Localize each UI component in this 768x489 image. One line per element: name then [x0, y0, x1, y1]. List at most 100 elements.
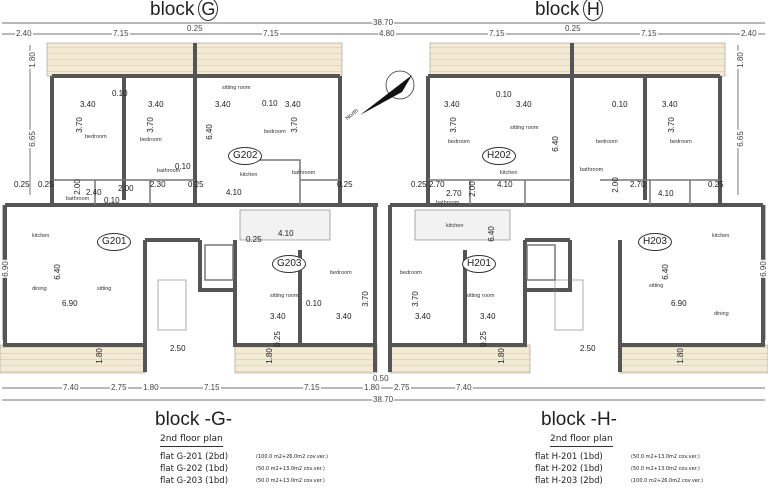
- plan-dimension-label: 2.00: [118, 184, 134, 193]
- plan-dimension-label: 6.40: [52, 264, 62, 280]
- plan-dimension-label: 1.80: [675, 348, 685, 364]
- room-label: kitchen: [240, 172, 258, 178]
- room-label: dining: [714, 311, 729, 317]
- balcony-h203: [619, 344, 768, 374]
- balconies: [0, 42, 768, 374]
- plan-dimension-label: 3.40: [444, 100, 460, 109]
- dim-top: 2.40: [740, 29, 758, 38]
- plan-dimension-label: 2.40: [86, 188, 102, 197]
- plan-dimension-label: 0.25: [38, 180, 54, 189]
- plan-dimension-label: 0.25: [337, 180, 353, 189]
- room-label: bedroom: [670, 139, 692, 145]
- room-label: bedroom: [140, 137, 162, 143]
- room-label: sitting room: [510, 125, 539, 131]
- plan-dimension-label: 0.25: [272, 331, 282, 347]
- legend-g-flat: flat G-202 (1bd): [160, 464, 229, 474]
- dim-top: 7.15: [488, 29, 506, 38]
- block-label: block: [535, 0, 580, 20]
- plan-dimension-label: 3.70: [666, 117, 676, 133]
- dim-left-height: 6.65: [27, 130, 37, 148]
- dim-left-height: 1.80: [27, 51, 37, 69]
- room-label: bathroom: [66, 196, 90, 202]
- plan-dimension-label: 3.70: [360, 291, 370, 307]
- plan-dimension-label: 0.25: [188, 180, 204, 189]
- plan-dimension-label: 2.50: [580, 344, 596, 353]
- room-label: sitting: [649, 283, 664, 289]
- unit-label-h203: H203: [638, 233, 672, 251]
- plan-dimension-label: 1.80: [496, 348, 506, 364]
- dim-bottom: 7.15: [303, 383, 321, 392]
- room-label: sitting room: [270, 293, 299, 299]
- room-label: bathroom: [580, 167, 604, 173]
- room-label: sitting room: [466, 293, 495, 299]
- legend-h-subtitle: 2nd floor plan: [550, 435, 613, 447]
- room-label: bedroom: [330, 270, 352, 276]
- room-label: bathroom: [292, 170, 316, 176]
- unit-label-g202: G202: [228, 147, 263, 165]
- plan-dimension-label: 4.10: [658, 189, 674, 198]
- room-label: bathroom: [157, 168, 181, 174]
- plan-dimension-label: 0.10: [306, 299, 322, 308]
- plan-dimension-label: 2.00: [467, 181, 477, 197]
- dim-right-height: 6.90: [758, 260, 768, 278]
- legend-h-title: block -H-: [541, 409, 618, 430]
- balcony-h-top: [429, 42, 726, 77]
- plan-dimension-label: 2.00: [72, 179, 82, 195]
- plan-dimension-label: 6.90: [62, 299, 78, 308]
- balcony-g201: [0, 344, 146, 374]
- dim-bottom: 1.80: [142, 383, 160, 392]
- plan-dimension-label: 0.25: [411, 180, 427, 189]
- legend-h-area: (50.0 m2+13.0m2 cov.ver.): [631, 466, 700, 472]
- plan-dimension-label: 2.00: [610, 177, 620, 193]
- balcony-h201: [389, 344, 531, 374]
- elevator-g: [204, 244, 234, 281]
- plan-dimension-label: 6.40: [550, 136, 560, 152]
- balcony-g203: [234, 344, 378, 374]
- plan-dimension-label: 0.10: [104, 196, 120, 205]
- plan-dimension-label: 3.40: [662, 100, 678, 109]
- legend-h-area: (100.0 m2+26.0m2 cov.ver.): [631, 478, 704, 484]
- plan-dimension-label: 6.40: [486, 226, 496, 242]
- dim-bottom: 1.80: [363, 383, 381, 392]
- dim-top: 7.15: [640, 29, 658, 38]
- stairs: [157, 209, 584, 331]
- plan-dimension-label: 3.40: [480, 312, 496, 321]
- plan-dimension-label: 0.10: [496, 90, 512, 99]
- dim-top: 0.25: [186, 24, 204, 33]
- plan-dimension-label: 0.25: [14, 180, 30, 189]
- plan-dimension-label: 0.10: [175, 162, 191, 171]
- dim-left-height: 6.90: [0, 260, 10, 278]
- dim-right-height: 1.80: [735, 51, 745, 69]
- plan-dimension-label: 2.70: [429, 180, 445, 189]
- plan-dimension-label: 3.40: [270, 312, 286, 321]
- unit-label-h201: H201: [462, 255, 496, 273]
- dim-overall-bottom: 38.70: [372, 395, 395, 404]
- legend-h-flat: flat H-202 (1bd): [535, 464, 603, 474]
- north-arrow-icon: [360, 70, 415, 115]
- plan-dimension-label: 3.70: [145, 117, 155, 133]
- plan-dimension-label: 0.25: [478, 331, 488, 347]
- unit-label-g203: G203: [272, 255, 307, 273]
- plan-dimension-label: 0.10: [262, 99, 278, 108]
- dim-top: 2.40: [15, 29, 33, 38]
- plan-dimension-label: 6.90: [671, 299, 687, 308]
- legend-g-area: (50.0 m2+13.0m2 cov.ver.): [256, 478, 325, 484]
- legend-h-flat: flat H-201 (1bd): [535, 452, 603, 462]
- legend-h-area: (50.0 m2+13.0m2 cov.ver.): [631, 454, 700, 460]
- plan-dimension-label: 2.50: [170, 344, 186, 353]
- room-label: bedroom: [596, 139, 618, 145]
- plan-dimension-label: 6.40: [204, 124, 214, 140]
- room-label: sitting room: [222, 85, 251, 91]
- plan-dimension-label: 3.40: [336, 312, 352, 321]
- plan-dimension-label: 2.70: [446, 189, 462, 198]
- plan-dimension-label: 3.40: [80, 100, 96, 109]
- room-label: bedroom: [400, 270, 422, 276]
- dim-right-height: 6.65: [735, 130, 745, 148]
- dim-top: 7.15: [112, 29, 130, 38]
- room-label: bedroom: [264, 129, 286, 135]
- dim-top: 7.15: [262, 29, 280, 38]
- dim-top: 4.80: [378, 29, 396, 38]
- legend-g-area: (50.0 m2+13.0m2 cov.ver.): [256, 466, 325, 472]
